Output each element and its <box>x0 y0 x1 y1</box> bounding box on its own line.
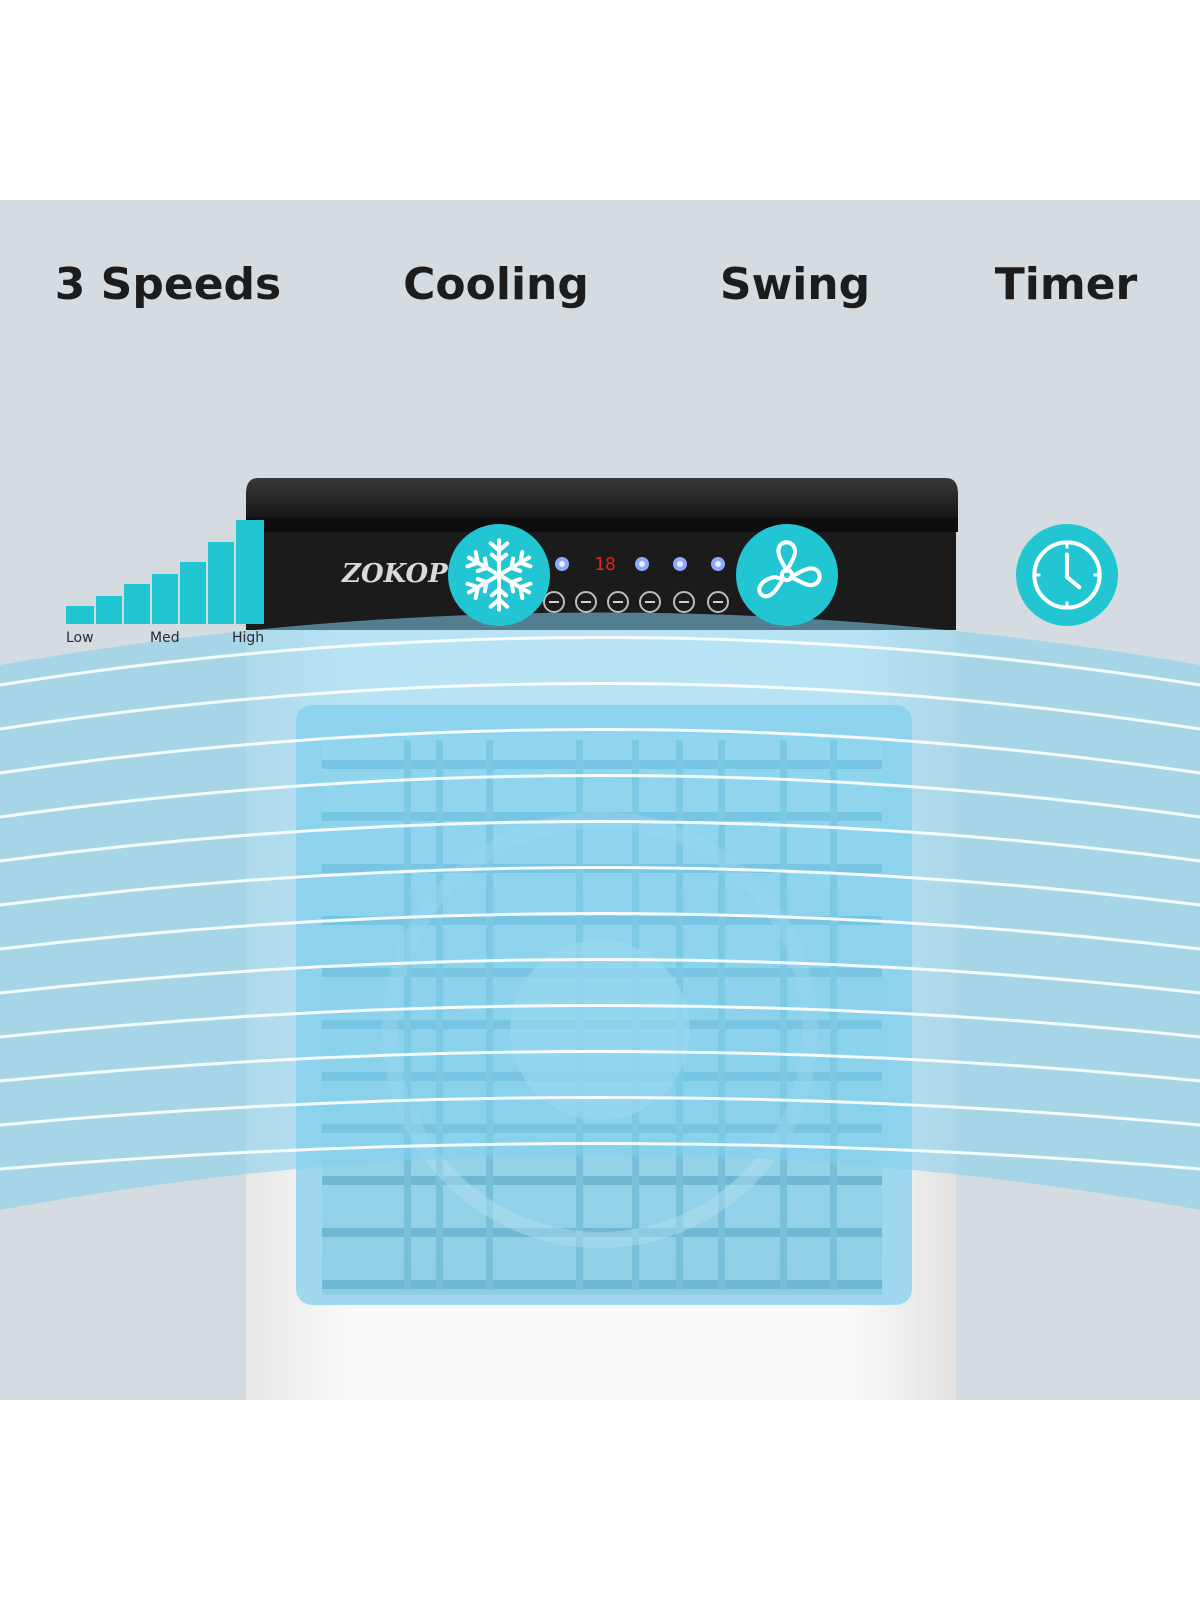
control-button <box>543 591 565 613</box>
grille-louver <box>322 1280 882 1289</box>
speed-label-med: Med <box>150 630 180 646</box>
led-display: 18 <box>594 554 616 575</box>
airflow-lines <box>0 636 1200 1171</box>
control-button <box>707 591 729 613</box>
feature-title-cooling: Cooling <box>403 259 589 310</box>
control-button <box>575 591 597 613</box>
control-button <box>639 591 661 613</box>
fan-icon <box>736 524 838 626</box>
airflow-line <box>0 912 1200 951</box>
brand-logo: ZOKOP <box>341 559 449 589</box>
airflow-band <box>0 612 1200 1210</box>
speed-label-low: Low <box>66 630 94 646</box>
indicator-light-core <box>639 561 645 567</box>
airflow-line <box>0 682 1200 731</box>
airflow-line <box>0 1142 1200 1171</box>
airflow-line <box>0 1004 1200 1039</box>
grille-louver <box>322 1176 882 1185</box>
airflow-line <box>0 636 1200 687</box>
airflow-line <box>0 774 1200 819</box>
airflow-line <box>0 728 1200 775</box>
clock-icon <box>1016 524 1118 626</box>
snowflake-icon <box>448 524 550 626</box>
airflow-line <box>0 1096 1200 1127</box>
control-button <box>673 591 695 613</box>
cooler-lid <box>246 478 958 522</box>
speed-bars-icon <box>66 520 264 624</box>
feature-title-swing: Swing <box>719 259 871 310</box>
grille-louver <box>322 1228 882 1237</box>
control-button <box>607 591 629 613</box>
airflow-line <box>0 958 1200 995</box>
airflow-line <box>0 820 1200 863</box>
product-panel: ZOKOP 18 3 Speeds Cooling Swing Timer L <box>0 200 1200 1400</box>
airflow-line <box>0 866 1200 907</box>
feature-title-timer: Timer <box>994 259 1138 310</box>
air-cooler-illustration: ZOKOP 18 <box>0 478 1200 1400</box>
feature-title-speeds: 3 Speeds <box>54 259 282 310</box>
indicator-light-core <box>715 561 721 567</box>
airflow-line <box>0 1050 1200 1083</box>
speed-label-high: High <box>232 630 265 646</box>
indicator-light-core <box>677 561 683 567</box>
indicator-light-core <box>559 561 565 567</box>
